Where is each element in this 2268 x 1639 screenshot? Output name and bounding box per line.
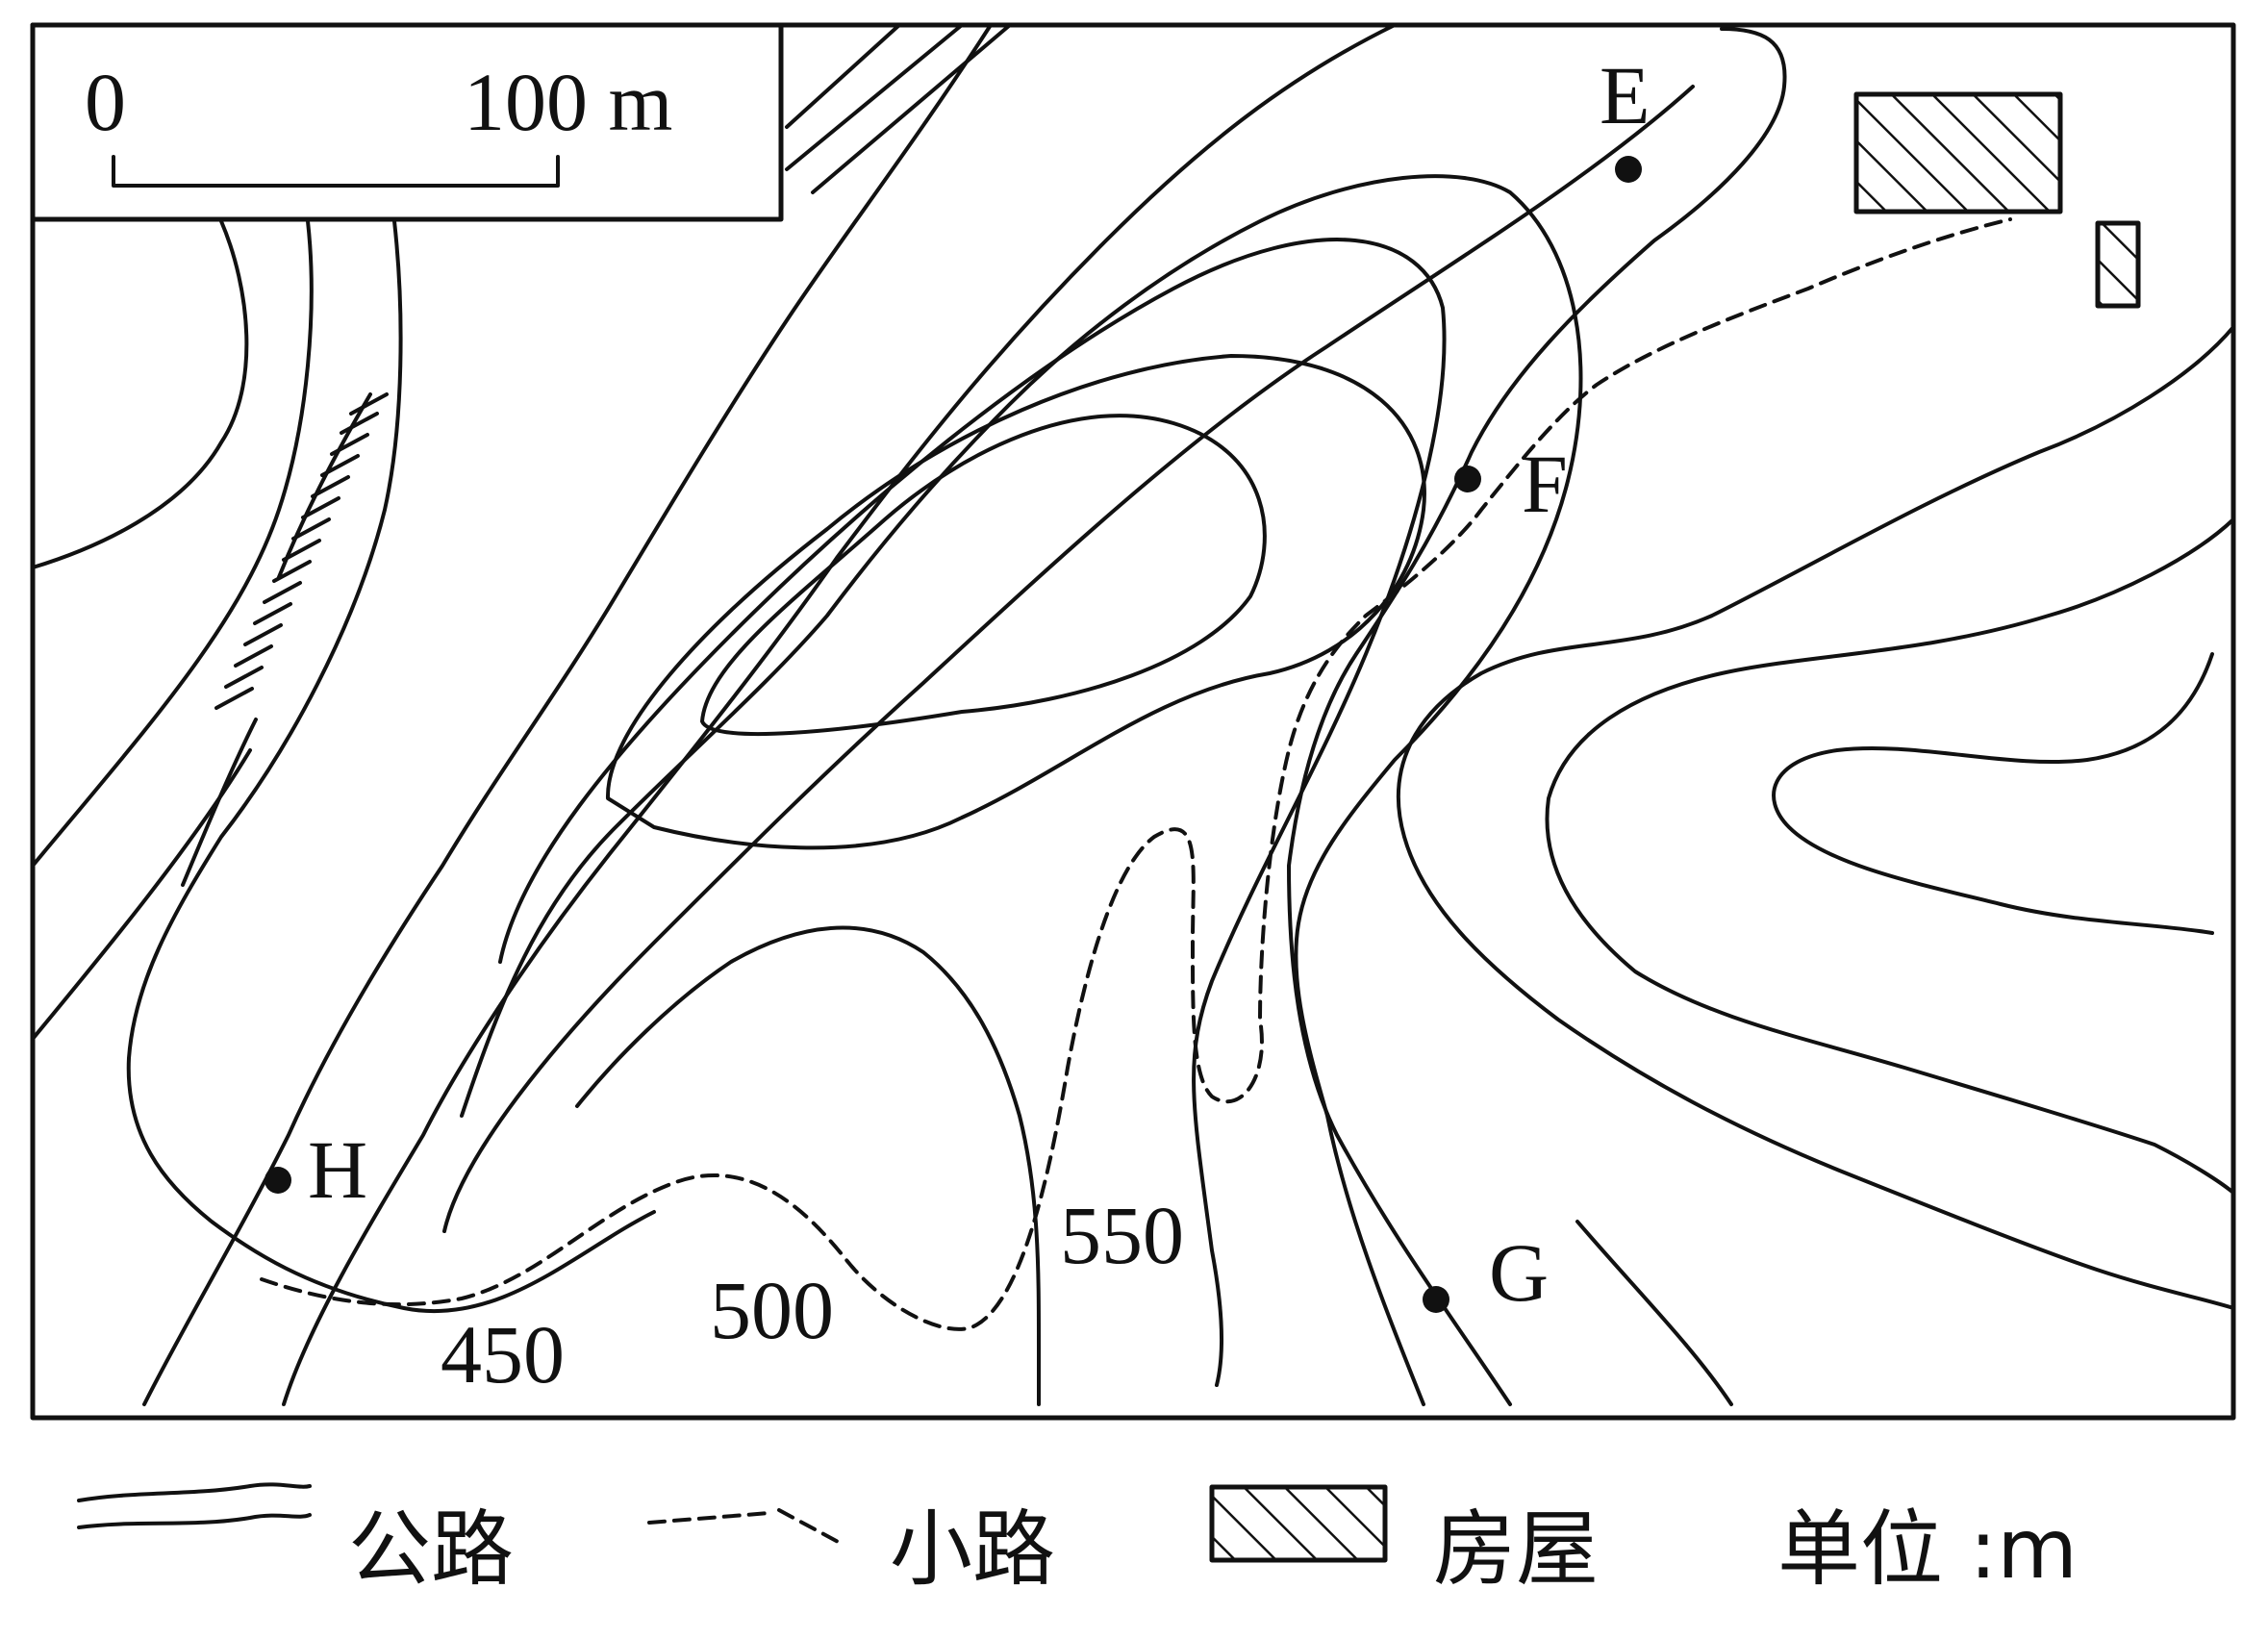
point-e-label: E: [1600, 49, 1651, 141]
house-small: [2095, 220, 2141, 309]
scale-end-label: 100 m: [464, 56, 672, 148]
contour-west-3: [126, 219, 656, 1314]
contour-ridge-west: [498, 238, 1447, 1387]
point-f-marker: [1454, 466, 1481, 492]
house-large: [1853, 91, 2063, 214]
point-markers: [265, 156, 1642, 1313]
legend-house-label: 房屋: [1433, 1501, 1599, 1598]
contour-label-450: 450: [441, 1308, 565, 1400]
contour-west-2: [31, 219, 314, 868]
legend-samples: [77, 1482, 1388, 1563]
contour-east-hill-outer: [1396, 325, 2235, 1310]
point-h-marker: [265, 1167, 291, 1194]
legend-road-sample: [77, 1482, 312, 1502]
contour-500-south: [460, 174, 1583, 1406]
point-g-marker: [1423, 1286, 1449, 1313]
point-f-label: F: [1522, 438, 1568, 530]
contour-550-south: [575, 925, 1041, 1406]
contour-label-550: 550: [1060, 1189, 1184, 1281]
point-g-label: G: [1489, 1226, 1549, 1319]
legend-path-sample: [647, 1508, 844, 1546]
contour-lines: [31, 23, 2235, 1406]
corner-hatch: [785, 23, 1012, 194]
legend-house-sample: [1209, 1484, 1388, 1563]
contour-innermost: [700, 414, 1267, 737]
scale-start-label: 0: [85, 56, 126, 148]
contour-450: [282, 23, 1397, 1406]
scale-bar-line: [112, 155, 560, 188]
footpath-south: [260, 217, 2012, 1331]
contour-east-hill-mid: [1545, 517, 2235, 1195]
contour-inner: [605, 354, 1426, 850]
contour-south-east-1: [1575, 1220, 1733, 1406]
legend-road-label: 公路: [348, 1501, 514, 1598]
legend-unit-label: 单位 :m: [1777, 1501, 2078, 1598]
point-e-marker: [1615, 156, 1642, 183]
contour-road-edge: [142, 23, 993, 1406]
contour-west-loop: [31, 219, 249, 569]
legend-path-label: 小路: [890, 1501, 1055, 1598]
cliff-hachures: [214, 392, 389, 710]
contour-east-hill-inner: [1772, 652, 2214, 935]
contour-ridge-east: [1287, 27, 1787, 1406]
contour-500: [442, 85, 1695, 1233]
houses: [1853, 91, 2141, 309]
map-frame: [30, 22, 2236, 1421]
point-h-label: H: [308, 1123, 367, 1216]
legend-road-sample-2: [77, 1513, 312, 1529]
contour-label-500: 500: [710, 1264, 834, 1356]
highway: [181, 392, 372, 887]
